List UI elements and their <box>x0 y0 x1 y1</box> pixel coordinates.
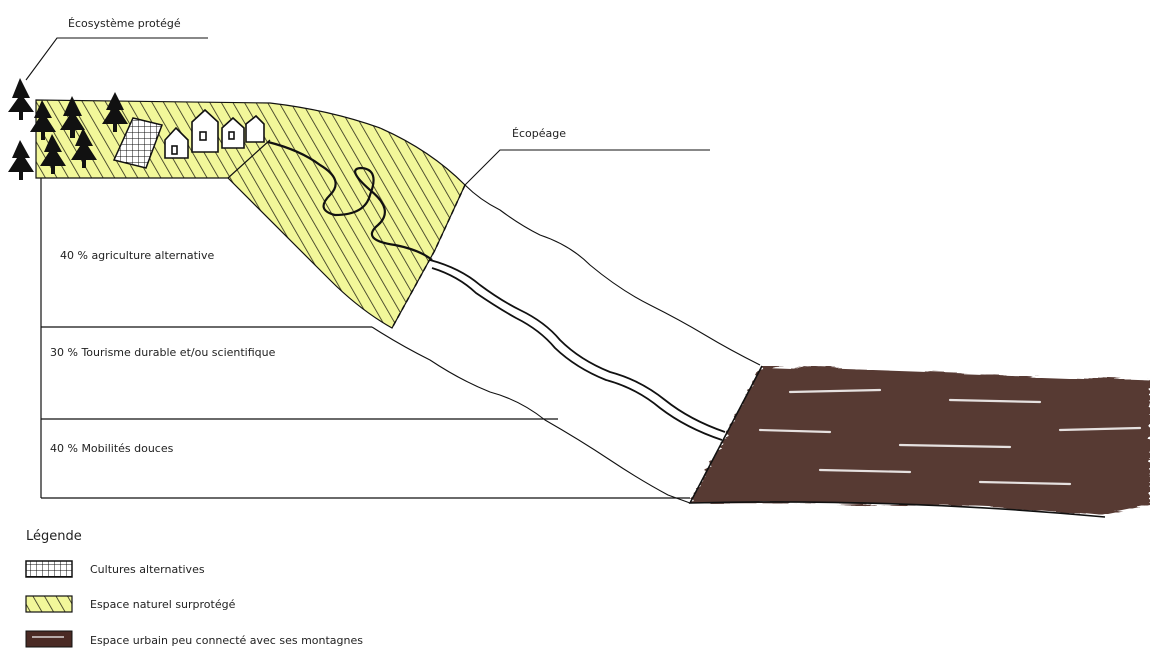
urban-space <box>690 366 1150 515</box>
legend-title: Légende <box>26 529 82 544</box>
legend-label-natural: Espace naturel surprotégé <box>90 598 236 611</box>
legend-label-crops: Cultures alternatives <box>90 563 205 576</box>
legend-swatch-natural <box>26 596 72 612</box>
legend-swatch-crops <box>26 561 72 577</box>
legend: Légende Cultures alternatives Espace nat… <box>26 529 363 647</box>
legend-swatch-urban <box>26 631 72 647</box>
legend-label-urban: Espace urbain peu connecté avec ses mont… <box>90 634 363 647</box>
label-zone-tourism: 30 % Tourisme durable et/ou scientifique <box>50 346 276 359</box>
label-ecopeage: Écopéage <box>512 127 566 140</box>
label-ecosystem: Écosystème protégé <box>68 17 181 30</box>
road <box>430 260 725 440</box>
label-zone-mobility: 40 % Mobilités douces <box>50 442 174 455</box>
label-zone-agriculture: 40 % agriculture alternative <box>60 249 214 262</box>
